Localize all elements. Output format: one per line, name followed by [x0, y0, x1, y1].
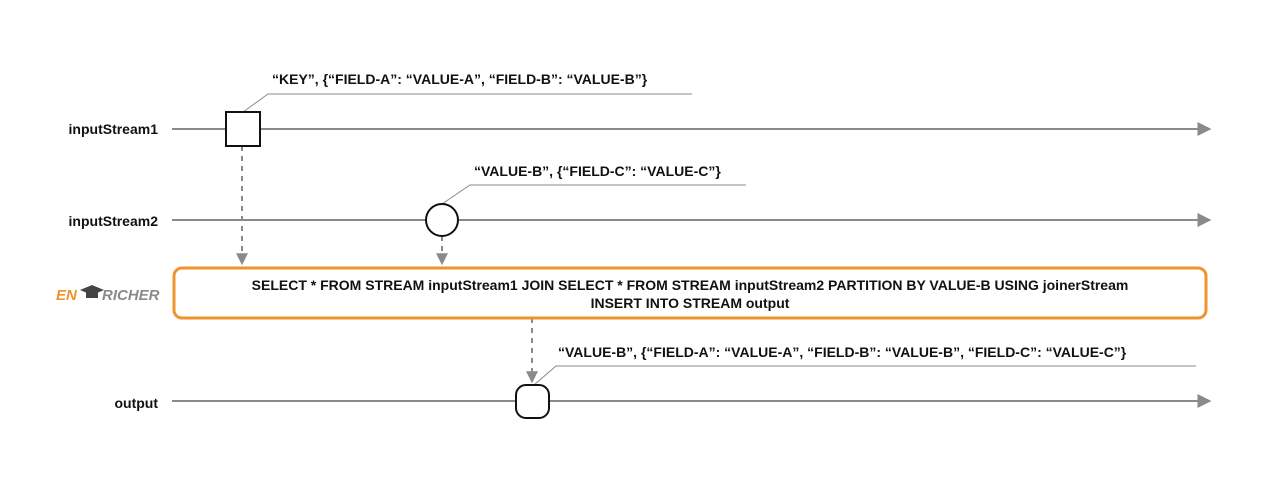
annotation-leader-input1 — [242, 93, 692, 113]
stream-label-input2: inputStream2 — [69, 213, 159, 229]
event-marker-circle — [425, 203, 459, 237]
event-annotation-input2: “VALUE-B”, {“FIELD-C”: “VALUE-C”} — [474, 163, 721, 179]
query-line-1: SELECT * FROM STREAM inputStream1 JOIN S… — [252, 277, 1129, 293]
query-line-2: INSERT INTO STREAM output — [591, 295, 790, 311]
graduation-cap-icon — [80, 285, 104, 298]
event-annotation-input1: “KEY”, {“FIELD-A”: “VALUE-A”, “FIELD-B”:… — [272, 71, 648, 87]
logo-text-richer: RICHER — [102, 287, 160, 304]
stream-label-output: output — [114, 395, 158, 411]
logo-text-en: EN — [56, 287, 78, 304]
event-annotation-output: “VALUE-B”, {“FIELD-A”: “VALUE-A”, “FIELD… — [558, 344, 1127, 360]
enricher-logo: EN RICHER — [56, 285, 160, 304]
annotation-leader-output — [533, 365, 1196, 386]
event-marker-rounded-square — [515, 384, 550, 419]
annotation-leader-input2 — [441, 184, 746, 205]
query-box — [172, 266, 1208, 320]
event-marker-square — [225, 111, 261, 147]
stream-label-input1: inputStream1 — [69, 121, 159, 137]
